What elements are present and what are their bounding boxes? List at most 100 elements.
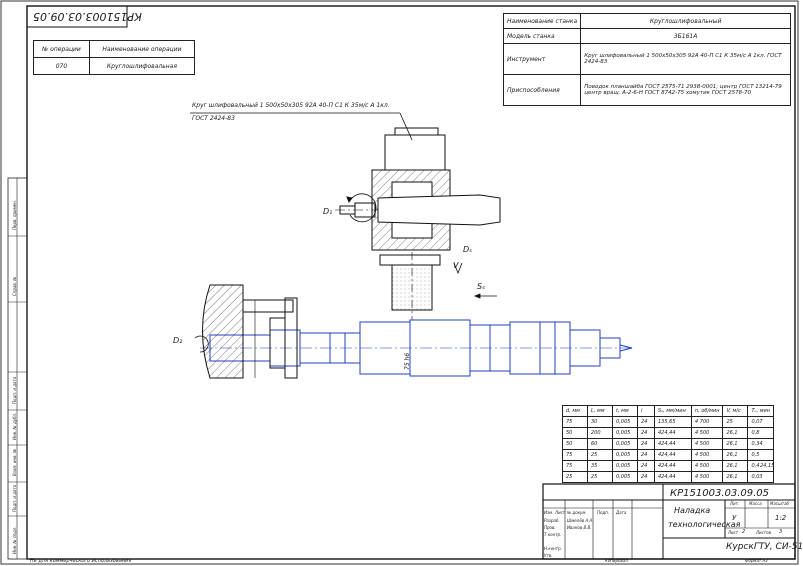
param-header: Sₛ, мм/мин [654, 405, 692, 417]
param-cell: 0,005 [612, 427, 638, 439]
strip-label: Взам. инв. № [12, 448, 17, 476]
param-cell: 25 [587, 449, 613, 461]
param-cell: 4 500 [690, 438, 724, 450]
param-cell: 0,005 [612, 438, 638, 450]
tb-tkontr: Т.контр. [544, 532, 562, 537]
bottom-left-note: Не для коммерческого использования [30, 558, 132, 564]
param-header: d, мм [562, 405, 588, 417]
param-cell: 35 [587, 460, 613, 472]
param-cell: 75 [562, 449, 588, 461]
tb-list: Лист [555, 510, 566, 515]
param-cell: 26,1 [722, 460, 749, 472]
param-cell: 24 [637, 438, 655, 450]
operation-table: № операции Наименование операции 070 Кру… [33, 40, 196, 75]
param-cell: 424,44 [654, 449, 692, 461]
op-name-header: Наименование операции [88, 40, 196, 58]
param-header: i [637, 405, 655, 417]
spec-label: Инструмент [502, 43, 582, 75]
op-name: Круглошлифовальная [88, 57, 196, 75]
bottom-format: Формат А3 [745, 558, 768, 563]
param-cell: 60 [587, 438, 613, 450]
spec-label: Приспособления [502, 74, 582, 106]
stamp-code-top: КР151003.03.09.05 [33, 10, 142, 23]
dimension-label: 75 h6 [404, 352, 411, 370]
param-cell: 26,1 [722, 449, 749, 461]
param-header: Tₒ, мин [747, 405, 775, 417]
sheet-label: Лист [728, 530, 739, 535]
scale-value: 1:2 [775, 514, 787, 522]
param-cell: 0,8 [747, 427, 775, 439]
workpiece-shaft [200, 319, 633, 377]
param-cell: 24 [637, 427, 655, 439]
strip-label: Подп. и дата [12, 376, 17, 404]
label-d2: D₂ [173, 336, 183, 345]
sheets-value: 3 [779, 529, 783, 535]
param-cell: 0,005 [612, 460, 638, 472]
label-s: Sₛ [477, 282, 486, 291]
param-header: V, м/с [722, 405, 749, 417]
param-cell: 200 [587, 427, 613, 439]
spec-value: Поводок планшайба ГОСТ 2575-71 2938-0001… [580, 74, 791, 106]
param-cell: 26,1 [722, 471, 749, 483]
param-cell: 50 [562, 427, 588, 439]
param-cell: 25 [587, 471, 613, 483]
param-cell: 26,1 [722, 438, 749, 450]
param-cell: 424,44 [654, 460, 692, 472]
spec-value: Круг шлифовальный 1 500х50х305 92А 40-П … [580, 43, 791, 75]
headstock-chuck [202, 284, 298, 379]
strip-label: Подп. и дата [12, 484, 17, 512]
strip-label: Перв. примен. [12, 199, 17, 230]
spec-table: Наименование станка Круглошлифовальный М… [502, 13, 791, 106]
scale-header: Масштаб [770, 501, 790, 506]
param-cell: 24 [637, 449, 655, 461]
label-d1: D₁ [323, 207, 333, 216]
tb-prov-name: Иванов В.В. [567, 525, 592, 530]
title-block-name-line2: технологическая [668, 520, 741, 529]
sheet-value: 2 [742, 529, 746, 535]
param-cell: 424,44 [654, 427, 692, 439]
sheets-label: Листов [756, 530, 771, 535]
grinding-wheel-assembly [190, 112, 501, 320]
title-block-name-line1: Наладка [674, 506, 711, 515]
spec-label: Модель станка [502, 28, 582, 44]
param-cell: 0,5 [747, 449, 775, 461]
param-header: L, мм [587, 405, 613, 417]
motion-arrows [194, 293, 497, 353]
param-cell: 25 [562, 471, 588, 483]
tb-podp: Подп. [597, 510, 610, 515]
bottom-copy: Копировал [605, 558, 628, 563]
param-cell: 75 [562, 416, 588, 428]
lit-value: У [732, 514, 737, 522]
param-cell: 25 [722, 416, 749, 428]
param-cell: 24 [637, 416, 655, 428]
param-cell: 4 500 [690, 460, 724, 472]
organization: КурскГТУ, СИ-51 [726, 542, 803, 552]
tb-utv: Утв. [544, 553, 553, 558]
tb-prov: Пров. [544, 525, 556, 530]
param-cell: 4 500 [690, 427, 724, 439]
params-table: d, мм L, мм t, мм i Sₛ, мм/мин n, об/мин… [562, 405, 775, 483]
param-cell: 0,03 [747, 471, 775, 483]
wheel-callout-line1: Круг шлифовальный 1 500х50х305 92А 40-П … [192, 102, 390, 109]
param-cell: 135,65 [654, 416, 692, 428]
op-number: 070 [33, 57, 90, 75]
param-cell: 4 500 [690, 471, 724, 483]
param-cell: 4 500 [690, 449, 724, 461]
title-block-code: КР151003.03.09.05 [670, 488, 770, 499]
param-cell: 4 700 [690, 416, 724, 428]
label-ds: Dₛ [463, 245, 473, 254]
tb-date: Дата [616, 510, 627, 515]
spec-label: Наименование станка [502, 13, 582, 29]
param-cell: 424,44 [654, 438, 692, 450]
strip-label: Справ. № [12, 276, 17, 296]
tb-nkontr: Н.контр. [544, 546, 562, 551]
strip-label: Инв. № дубл. [12, 412, 17, 440]
param-cell: 30 [587, 416, 613, 428]
spec-value: 3Б161А [580, 28, 791, 44]
lit-header: Лит. [730, 501, 740, 506]
op-number-header: № операции [33, 40, 90, 58]
tb-razrab-name: Шмелёв А.А. [567, 518, 594, 523]
strip-label: Инв. № подл. [12, 526, 17, 554]
param-cell: 26,1 [722, 427, 749, 439]
param-cell: 0,005 [612, 416, 638, 428]
